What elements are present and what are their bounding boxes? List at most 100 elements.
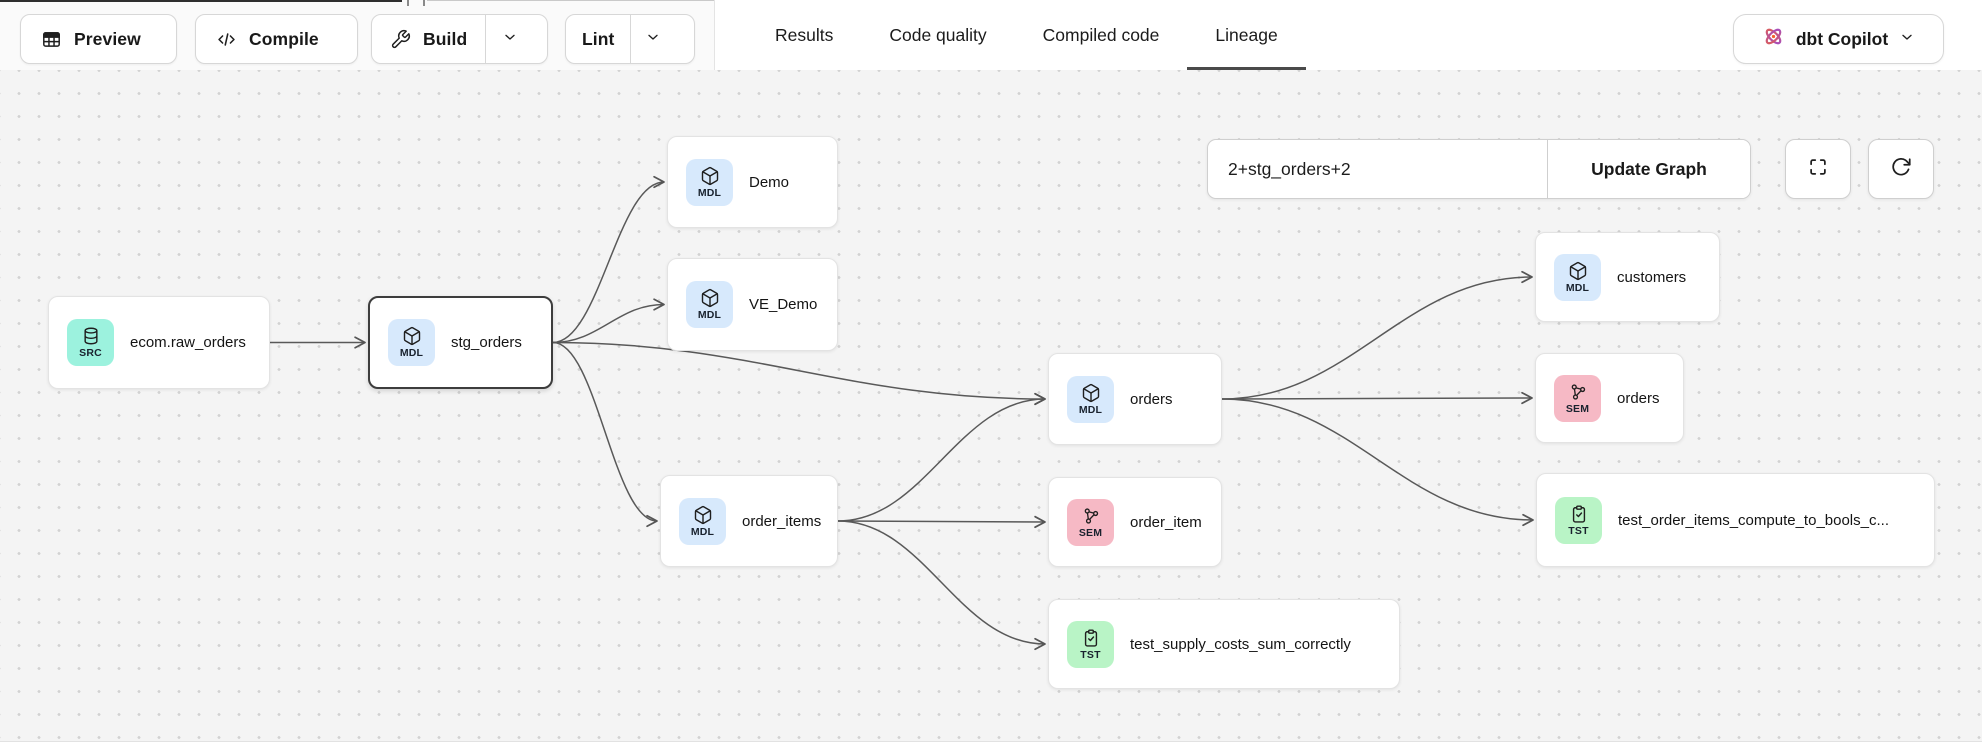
edge-stg_orders-to-order_items [552, 341, 658, 528]
edge-stg_orders-to-demo [552, 175, 665, 344]
lineage-selector-input[interactable] [1208, 140, 1547, 198]
edge-order_items-to-orders_mdl [837, 392, 1046, 522]
edge-order_items-to-order_item_sem [837, 515, 1046, 529]
edge-orders_mdl-to-customers [1221, 270, 1533, 400]
tab-compiled-code[interactable]: Compiled code [1015, 0, 1188, 70]
lineage-node-orders_mdl[interactable]: MDL orders [1048, 353, 1222, 445]
edge-orders_mdl-to-orders_sem [1221, 391, 1533, 405]
edge-stg_orders-to-ve_demo [552, 298, 665, 344]
lineage-node-order_items[interactable]: MDL order_items [660, 475, 838, 567]
node-name-label: order_item [1130, 513, 1202, 531]
node-name-label: customers [1617, 268, 1687, 286]
compile-button-label: Compile [249, 28, 319, 49]
lineage-node-test_supply[interactable]: TST test_supply_costs_sum_correctly [1048, 599, 1400, 689]
tab-compiled-code-label: Compiled code [1042, 24, 1160, 45]
chevron-down-icon [645, 29, 661, 50]
wrench-icon [390, 29, 411, 50]
build-dropdown-toggle[interactable] [485, 15, 534, 63]
fullscreen-button[interactable] [1785, 139, 1851, 199]
graph-icon: SEM [1067, 498, 1114, 546]
code-icon [216, 29, 237, 50]
node-name-label: Demo [749, 173, 790, 191]
node-type-label: TST [1568, 524, 1589, 537]
refresh-icon [1890, 156, 1912, 183]
lineage-edges-layer [270, 175, 1534, 651]
tab-code-quality[interactable]: Code quality [861, 0, 1014, 70]
chevron-down-icon [502, 29, 518, 50]
lineage-node-stg_orders[interactable]: MDL stg_orders [368, 296, 553, 389]
table-icon [41, 29, 62, 50]
result-tabs: Results Code quality Compiled code Linea… [747, 0, 1306, 70]
lineage-node-orders_sem[interactable]: SEM orders [1535, 353, 1684, 443]
edge-stg_orders-to-orders_mdl [552, 341, 1046, 406]
node-name-label: orders [1617, 389, 1660, 407]
node-type-label: MDL [697, 186, 722, 199]
lint-button-label: Lint [582, 28, 615, 49]
node-type-label: SRC [79, 347, 102, 359]
dbt-copilot-button[interactable]: dbt Copilot [1733, 14, 1944, 64]
node-type-label: MDL [697, 309, 722, 321]
tabstrip-tick [407, 0, 409, 6]
tabstrip-tick [423, 0, 425, 6]
node-type-label: MDL [1078, 403, 1103, 416]
lint-dropdown-toggle[interactable] [630, 15, 675, 63]
build-button[interactable]: Build [372, 15, 485, 63]
node-name-label: test_supply_costs_sum_correctly [1130, 635, 1351, 653]
node-name-label: test_order_items_compute_to_bools_c... [1618, 511, 1889, 529]
active-file-tab-edge [0, 0, 402, 2]
dbt-copilot-label: dbt Copilot [1795, 28, 1889, 49]
cube-icon: MDL [686, 158, 733, 206]
lineage-selector-bar: Update Graph [1207, 139, 1751, 199]
graph-icon: SEM [1554, 374, 1601, 422]
lineage-node-order_item_sem[interactable]: SEM order_item [1048, 477, 1222, 567]
toolbar-divider [714, 0, 715, 70]
refresh-button[interactable] [1868, 139, 1934, 199]
tab-results-label: Results [775, 24, 834, 45]
compile-button[interactable]: Compile [195, 14, 358, 64]
build-button-group: Build [371, 14, 548, 64]
clipboard-check-icon: TST [1067, 620, 1114, 668]
update-graph-button[interactable]: Update Graph [1548, 140, 1750, 198]
tab-lineage-label: Lineage [1215, 24, 1278, 45]
tab-code-quality-label: Code quality [889, 24, 987, 45]
node-type-label: MDL [399, 347, 424, 359]
fullscreen-icon [1807, 156, 1829, 183]
node-name-label: orders [1130, 390, 1173, 408]
cube-icon: MDL [686, 281, 733, 328]
node-name-label: VE_Demo [749, 296, 818, 313]
lint-button-group: Lint [565, 14, 695, 64]
tab-results[interactable]: Results [747, 0, 861, 70]
tab-lineage[interactable]: Lineage [1187, 0, 1306, 70]
edge-orders_mdl-to-test_order_items [1221, 398, 1534, 527]
clipboard-check-icon: TST [1555, 496, 1602, 544]
lineage-node-raw_orders[interactable]: SRC ecom.raw_orders [48, 296, 270, 389]
cube-icon: MDL [1554, 253, 1601, 301]
node-name-label: stg_orders [451, 334, 522, 351]
node-type-label: SEM [1565, 402, 1590, 415]
node-name-label: order_items [742, 512, 822, 530]
lineage-node-demo[interactable]: MDL Demo [667, 136, 838, 228]
cube-icon: MDL [388, 319, 435, 366]
top-toolbar: Preview Compile Build [0, 0, 1982, 70]
bottom-strip [0, 741, 1982, 748]
build-button-label: Build [423, 28, 468, 49]
dbt-copilot-icon [1762, 25, 1785, 53]
edge-order_items-to-test_supply [837, 520, 1046, 651]
node-type-label: MDL [690, 525, 715, 538]
lineage-node-test_order_items[interactable]: TST test_order_items_compute_to_bools_c..… [1536, 473, 1935, 567]
database-icon: SRC [67, 319, 114, 366]
cube-icon: MDL [679, 497, 726, 545]
node-type-label: SEM [1078, 526, 1103, 539]
lineage-node-ve_demo[interactable]: MDL VE_Demo [667, 258, 838, 351]
node-type-label: TST [1080, 648, 1101, 661]
lineage-node-customers[interactable]: MDL customers [1535, 232, 1720, 322]
node-name-label: ecom.raw_orders [130, 334, 246, 351]
lint-button[interactable]: Lint [566, 15, 630, 63]
selector-bar-divider [1547, 140, 1548, 198]
chevron-down-icon [1899, 29, 1915, 50]
cube-icon: MDL [1067, 375, 1114, 423]
node-type-label: MDL [1565, 281, 1590, 294]
preview-button[interactable]: Preview [20, 14, 177, 64]
